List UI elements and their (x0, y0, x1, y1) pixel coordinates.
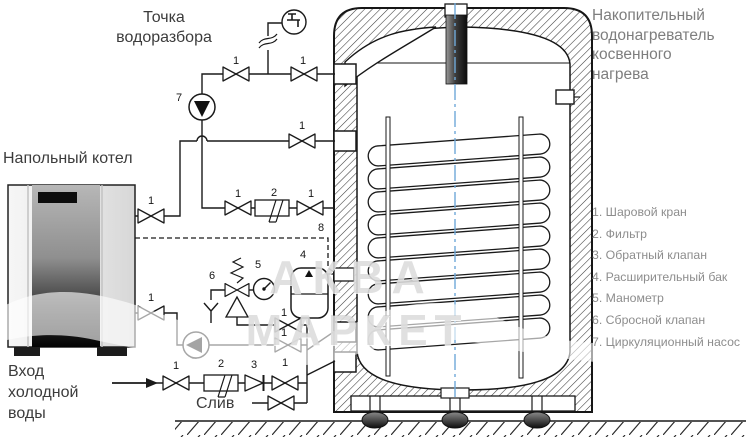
callout: 1 (147, 292, 155, 304)
callout: 7 (175, 92, 183, 104)
ball-valve (296, 200, 324, 216)
legend-item: 1. Шаровой кран (592, 205, 687, 219)
drain-valve (267, 395, 295, 411)
heating-coil (367, 116, 551, 379)
ball-valve (162, 375, 190, 391)
callout: 1 (280, 307, 288, 319)
circulation-pump (182, 331, 210, 359)
right-side-port (555, 89, 580, 105)
port-coil-inlet (333, 130, 357, 152)
cold-inlet-arrow (146, 378, 158, 388)
callout: 3 (250, 359, 258, 371)
boiler-display (38, 192, 77, 203)
boiler-foot (14, 347, 40, 356)
tank-foot (361, 411, 389, 429)
circulation-pump (188, 93, 216, 121)
ball-valve (222, 66, 250, 82)
ball-valve (137, 208, 165, 224)
callout: 6 (208, 270, 216, 282)
callout: 1 (147, 195, 155, 207)
legend-item: 3. Обратный клапан (592, 248, 708, 263)
ball-valve (274, 317, 302, 333)
cold-inlet-label: Вход холодной воды (8, 363, 79, 422)
relief-valve (224, 282, 250, 298)
callout: 1 (280, 327, 288, 339)
port-coil-outlet (333, 321, 357, 343)
check-valve (244, 374, 265, 392)
ball-valve (137, 305, 165, 321)
tank-foot (441, 411, 469, 429)
magnesium-anode (445, 14, 468, 85)
legend-item: 7. Циркуляционный насос (592, 334, 741, 349)
tank-foot (523, 411, 551, 429)
legend: 1. Шаровой кран 2. Фильтр 3. Обратный кл… (592, 202, 747, 353)
coil-support-rod (518, 116, 524, 379)
legend-item: 5. Манометр (592, 291, 664, 306)
ball-valve (224, 200, 252, 216)
callout: 1 (299, 55, 307, 67)
boiler-foot (97, 347, 127, 356)
callout: 4 (299, 249, 307, 261)
callout: 2 (217, 358, 225, 370)
legend-item: 2. Фильтр (592, 226, 647, 241)
callout: 1 (172, 360, 180, 372)
ball-valve (271, 375, 299, 391)
relief-funnel (224, 295, 250, 318)
callout: 1 (232, 55, 240, 67)
ball-valve (288, 133, 316, 149)
callout: 1 (307, 188, 315, 200)
ball-valve (290, 66, 318, 82)
port-hot-water (333, 63, 357, 85)
coil-support-rod (385, 116, 391, 377)
legend-item: 4. Расширительный бак (592, 269, 728, 284)
callout: 2 (270, 187, 278, 199)
callout: 1 (298, 120, 306, 132)
drain-label: Слив (196, 395, 235, 412)
tap-icon (281, 9, 307, 35)
expansion-tank (290, 267, 329, 319)
legend-item: 6. Сбросной клапан (592, 312, 706, 327)
hot-water-outlet-pipe (344, 26, 437, 88)
callout: 1 (234, 188, 242, 200)
tank-title: Накопительный водонагреватель косвенного… (592, 7, 715, 83)
boiler-label: Напольный котел (3, 150, 133, 167)
callout: 1 (281, 357, 289, 369)
port-cold-inlet (333, 351, 357, 373)
callout: 5 (254, 259, 262, 271)
ball-valve (274, 337, 302, 353)
filter (254, 199, 290, 223)
sensor-pocket (328, 267, 355, 282)
storage-tank-graphic (328, 3, 593, 429)
pressure-gauge (252, 277, 276, 301)
fittings (137, 9, 329, 411)
boiler-graphic (7, 184, 136, 356)
tap-point-label: Точка водоразбора (116, 9, 212, 46)
callout: 8 (317, 222, 325, 234)
